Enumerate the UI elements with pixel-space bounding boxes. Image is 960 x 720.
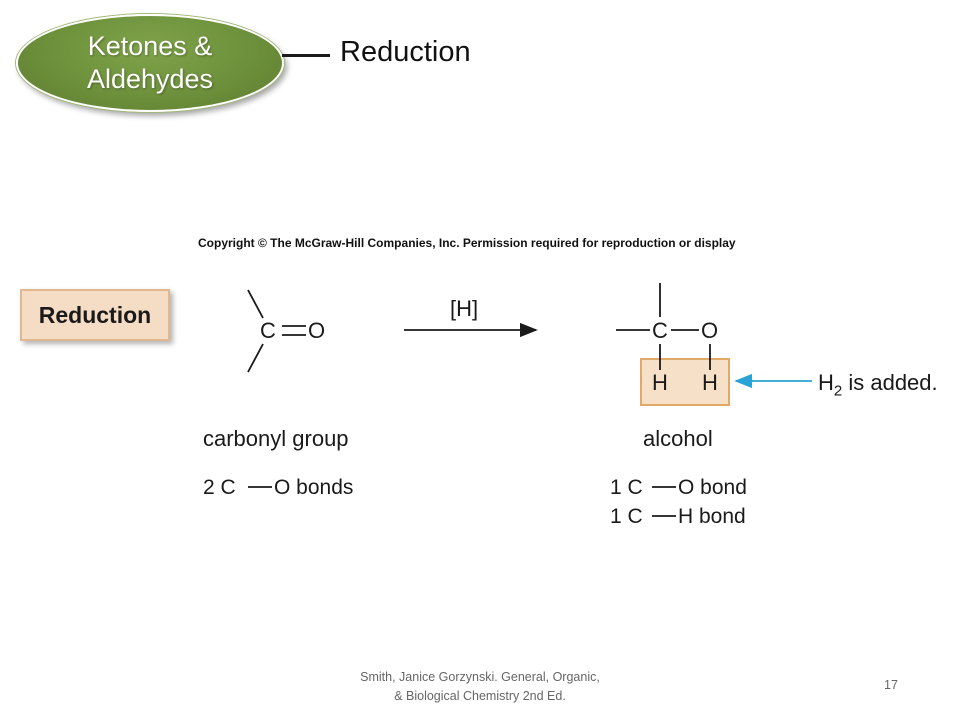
copyright-notice: Copyright © The McGraw-Hill Companies, I… [198,236,736,250]
annotation-subscript: 2 [833,382,843,400]
topic-line-2: Aldehydes [86,64,214,94]
reactant-bond-count-suffix: O bonds [274,476,354,499]
topic-pill-text: Ketones & Aldehydes [87,30,213,96]
product-name: alcohol [643,426,713,451]
hydrogen-highlight-box [640,358,730,406]
product-bond1-prefix: 1 C [610,476,643,499]
annotation-text: is added. [842,370,938,395]
product-bond1-suffix: O bond [678,476,747,499]
footer-citation-line-2: & Biological Chemistry 2nd Ed. [394,689,566,703]
reactant-carbon: C [260,318,276,343]
reactant-bond-lower [247,343,264,373]
hydrogen-added-annotation: H2 is added. [818,370,938,399]
reduction-label-box: Reduction [20,289,170,341]
reactant-bond-upper [247,289,264,319]
product-bond2-prefix: 1 C [610,505,643,528]
reagent-label: [H] [450,296,479,321]
reactant-bond-count-prefix: 2 C [203,476,236,499]
product-hydrogen-1: H [652,370,668,395]
connector-line [282,54,330,57]
footer-citation: Smith, Janice Gorzynski. General, Organi… [330,668,630,706]
reactant-oxygen: O [308,318,326,343]
product-oxygen: O [701,318,719,343]
topic-pill: Ketones & Aldehydes [16,14,284,112]
topic-line-1: Ketones & [87,31,213,61]
reactant-name: carbonyl group [203,426,349,451]
product-carbon: C [652,318,668,343]
product-hydrogen-2: H [702,370,718,395]
slide-title: Reduction [340,36,471,68]
product-bond2-suffix: H bond [678,505,746,528]
page-number: 17 [884,678,898,692]
annotation-h: H [818,370,834,395]
footer-citation-line-1: Smith, Janice Gorzynski. General, Organi… [360,670,600,684]
